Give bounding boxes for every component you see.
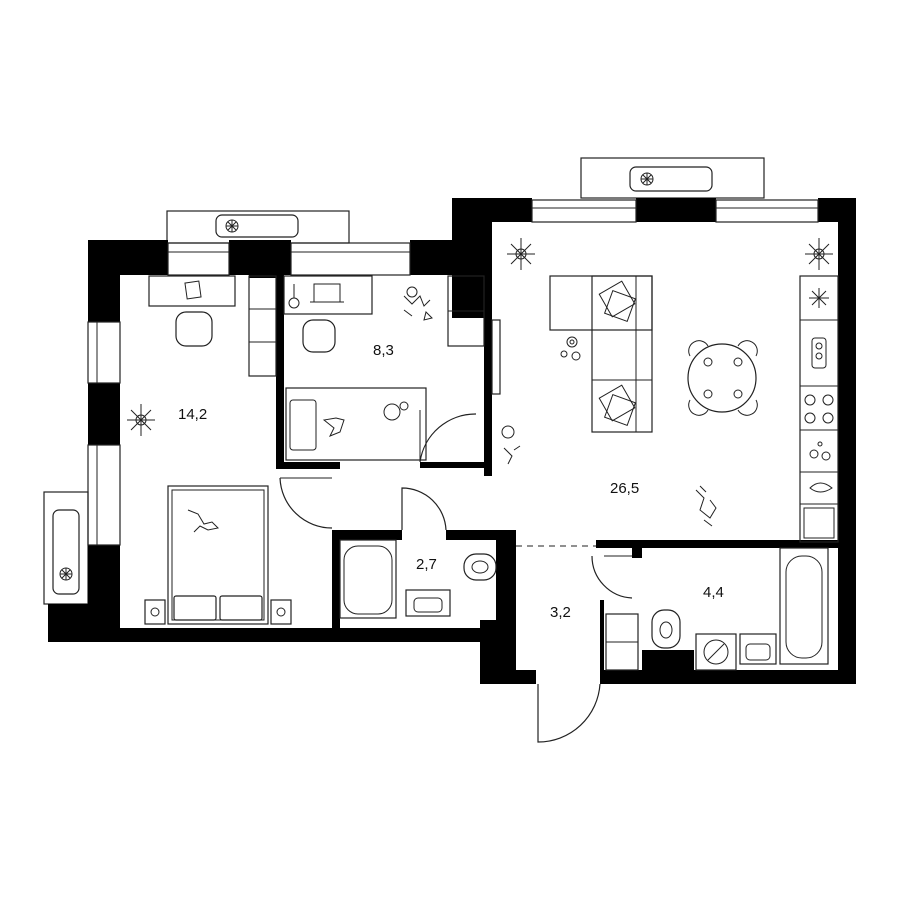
nightstand xyxy=(270,599,292,625)
sofa xyxy=(549,275,653,433)
toy-icon xyxy=(695,485,717,527)
fan-icon xyxy=(59,567,73,581)
laptop-icon xyxy=(313,283,341,303)
toy-icon xyxy=(501,425,515,439)
small-bathroom-fixtures xyxy=(339,539,497,619)
dining-table xyxy=(687,340,758,416)
toy-icon xyxy=(503,445,521,465)
living-furniture xyxy=(491,238,839,543)
coffee-machine-icon xyxy=(811,337,827,369)
sink-icon xyxy=(803,507,835,539)
plant-icon xyxy=(507,238,535,270)
plant-icon xyxy=(805,238,833,270)
toy-icon xyxy=(383,403,401,421)
large-bathroom-fixtures xyxy=(651,547,829,671)
bathtub xyxy=(779,547,829,665)
bed xyxy=(167,485,269,625)
room-area-hallway: 3,2 xyxy=(550,604,571,621)
sink xyxy=(739,633,777,665)
room-area-living-kitchen: 26,5 xyxy=(610,480,639,497)
doors xyxy=(279,410,633,743)
toilet xyxy=(651,609,681,649)
room-area-bathroom-large: 4,4 xyxy=(703,584,724,601)
lamp-icon xyxy=(288,297,300,309)
windows xyxy=(87,199,819,546)
hob-icon xyxy=(804,394,834,424)
bed xyxy=(285,387,427,461)
book-icon xyxy=(184,280,202,300)
kids-room-furniture xyxy=(283,275,485,461)
fan-icon xyxy=(640,172,654,186)
utensils-icon xyxy=(809,441,831,461)
hallway-fixtures xyxy=(605,613,639,671)
nightstand xyxy=(144,599,166,625)
washing-machine xyxy=(695,633,737,671)
ac-unit-left xyxy=(43,491,89,605)
toys-icon xyxy=(403,286,433,321)
toy-icon xyxy=(187,509,220,533)
room-area-bathroom-small: 2,7 xyxy=(416,556,437,573)
plant-icon xyxy=(127,404,155,436)
snowflake-icon xyxy=(809,288,829,308)
fan-icon xyxy=(225,219,239,233)
sink-icon xyxy=(809,482,833,493)
chair xyxy=(175,311,213,347)
ac-unit-top-right xyxy=(580,157,765,199)
sink xyxy=(405,589,451,617)
desk xyxy=(283,275,373,315)
room-area-kids-room: 8,3 xyxy=(373,342,394,359)
room-area-bedroom: 14,2 xyxy=(178,406,207,423)
walls xyxy=(48,198,856,684)
toilet xyxy=(463,553,497,581)
pillow xyxy=(219,595,263,621)
pillow xyxy=(289,399,317,451)
kitchen xyxy=(799,275,839,543)
ac-unit-top-left xyxy=(166,210,350,244)
chair xyxy=(302,319,336,353)
wardrobe xyxy=(248,275,277,377)
shower xyxy=(339,539,397,619)
toy-icon xyxy=(322,417,345,437)
desk xyxy=(148,275,236,307)
toys-icon xyxy=(560,336,581,361)
pillow xyxy=(173,595,217,621)
bedroom-furniture xyxy=(127,275,292,625)
tv xyxy=(491,319,501,395)
